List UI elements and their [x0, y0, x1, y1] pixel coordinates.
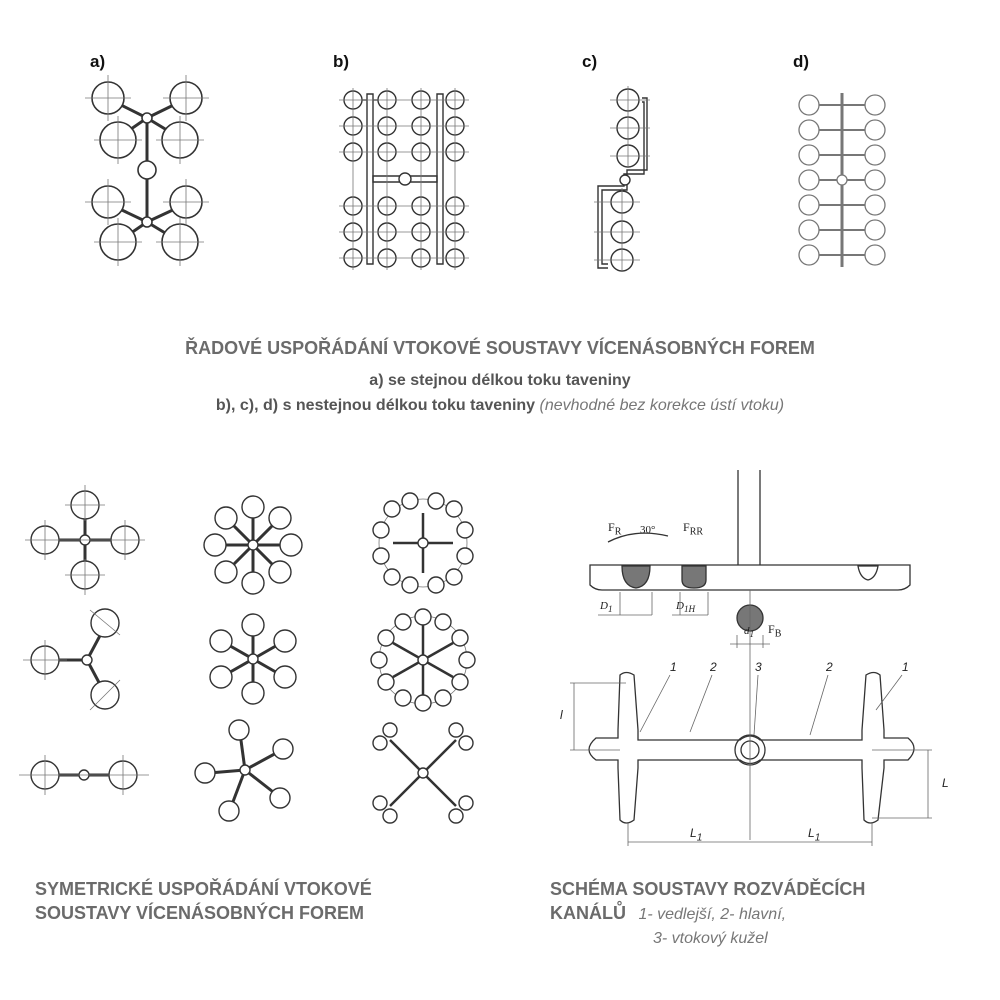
- length-l1-right: L1: [808, 826, 821, 844]
- panel-label-d: d): [793, 52, 810, 71]
- diagram-c-row-layout: [592, 82, 672, 272]
- callout-1-left: 1: [670, 660, 677, 674]
- runner-legend-line2: 3- vtokový kužel: [653, 930, 768, 947]
- length-l-right: L: [942, 776, 949, 790]
- dk-label: d1: [744, 625, 755, 640]
- panel-label-a: a): [90, 52, 106, 71]
- runner-scheme-drawing: [560, 470, 960, 850]
- fr-label: FR: [608, 520, 622, 538]
- panel-label-c: c): [582, 52, 598, 71]
- d1-label: D1: [600, 600, 613, 615]
- dh-label: D1H: [676, 600, 696, 615]
- diagram-a-row-layout: [80, 70, 250, 280]
- symmetric-layout-title: SYMETRICKÉ USPOŘÁDÁNÍ VTOKOVÉ SOUSTAVY V…: [35, 879, 372, 923]
- callout-2-right: 2: [826, 660, 833, 674]
- row-layout-title: ŘADOVÉ USPOŘÁDÁNÍ VTOKOVÉ SOUSTAVY VÍCEN…: [185, 338, 815, 358]
- fb-label: FB: [768, 622, 782, 640]
- length-l1-left: L1: [690, 826, 703, 844]
- callout-3: 3: [755, 660, 762, 674]
- runner-scheme-caption: SCHÉMA SOUSTAVY ROZVÁDĚCÍCH KANÁLŮ 1- ve…: [550, 877, 865, 951]
- frr-label: FRR: [683, 520, 704, 538]
- row-layout-line-b-note: (nevhodné bez korekce ústí vtoku): [539, 397, 785, 414]
- diagram-b-row-layout: [335, 78, 475, 278]
- row-layout-line-b: b), c), d) s nestejnou délkou toku taven…: [215, 397, 536, 414]
- length-l-left: l: [560, 708, 563, 722]
- row-layout-line-b-wrap: b), c), d) s nestejnou délkou toku taven…: [0, 397, 1000, 415]
- runner-legend-line1: 1- vedlejší, 2- hlavní,: [638, 906, 787, 923]
- angle-label: 30°: [640, 524, 656, 536]
- row-layout-line-a: a) se stejnou délkou toku taveniny: [369, 372, 631, 389]
- callout-1-right: 1: [902, 660, 909, 674]
- callout-2-left: 2: [710, 660, 717, 674]
- panel-label-b: b): [333, 52, 350, 71]
- diagram-d-row-layout: [795, 85, 890, 275]
- symmetric-diagrams: [15, 485, 485, 845]
